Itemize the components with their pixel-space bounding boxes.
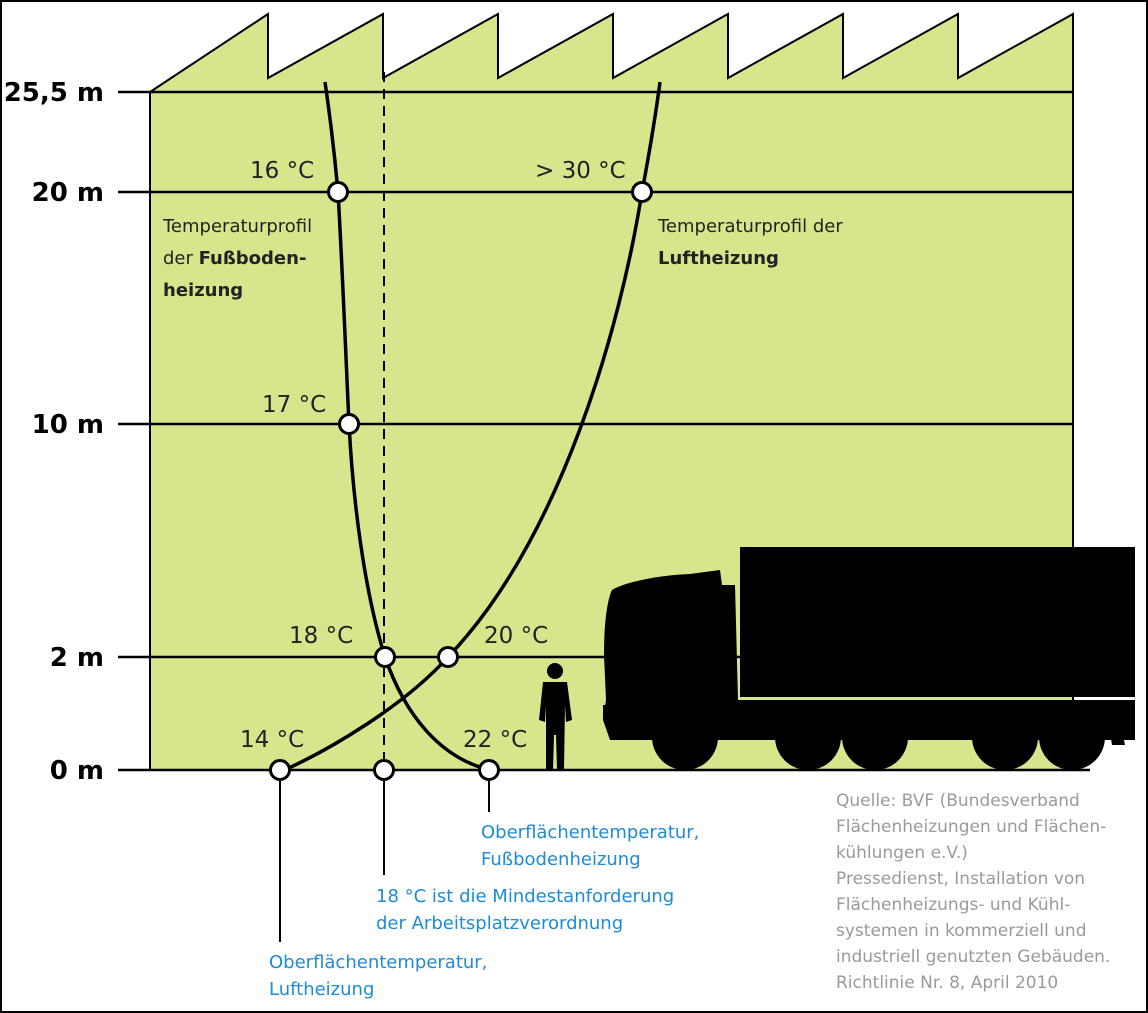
annotation-surface-air-1: Oberflächentemperatur, bbox=[269, 952, 487, 973]
height-label-25-5m: 25,5 m bbox=[4, 78, 104, 108]
source-line-3: kühlungen e.V.) bbox=[836, 843, 968, 863]
air-heating-profile-title: Temperaturprofil der Luftheizung bbox=[657, 216, 843, 269]
annotation-surface-floor-1: Oberflächentemperatur, bbox=[481, 822, 699, 843]
height-label-2m: 2 m bbox=[50, 643, 104, 673]
annotation-minimum-2: der Arbeitsplatzverordnung bbox=[376, 913, 623, 934]
annotation-leader-lines bbox=[279, 780, 490, 942]
person-silhouette bbox=[539, 663, 572, 770]
temp-air-20m: > 30 °C bbox=[535, 158, 626, 184]
air-point-0m bbox=[269, 759, 291, 781]
air-heating-curve bbox=[279, 81, 662, 774]
svg-text:der Fußboden-: der Fußboden- bbox=[163, 248, 306, 269]
source-line-5: Flächenheizungs- und Kühl- bbox=[836, 895, 1070, 915]
source-line-8: Richtlinie Nr. 8, April 2010 bbox=[836, 973, 1058, 993]
air-point-2m bbox=[437, 646, 459, 668]
source-line-4: Pressedienst, Installation von bbox=[836, 869, 1085, 889]
temp-floor-0m: 22 °C bbox=[463, 727, 527, 753]
floor-point-10m bbox=[338, 413, 360, 435]
annotation-surface-air-2: Luftheizung bbox=[269, 979, 374, 1000]
floor-title-line1: Temperaturprofil bbox=[162, 216, 312, 237]
floor-heating-profile-title: Temperaturprofil der Fußboden- heizung bbox=[162, 216, 312, 301]
temp-floor-10m: 17 °C bbox=[262, 392, 326, 418]
source-line-6: systemen in kommerziell und bbox=[836, 921, 1087, 941]
air-title-line2: Luftheizung bbox=[658, 248, 779, 269]
source-line-1: Quelle: BVF (Bundesverband bbox=[836, 791, 1080, 811]
height-axis-labels: 25,5 m 20 m 10 m 2 m 0 m bbox=[4, 78, 104, 786]
air-point-20m bbox=[631, 181, 653, 203]
height-label-20m: 20 m bbox=[32, 178, 104, 208]
temperature-labels: 16 °C 17 °C 18 °C 22 °C > 30 °C 20 °C 14… bbox=[240, 158, 626, 753]
air-title-line1: Temperaturprofil der bbox=[657, 216, 843, 237]
floor-title-line2-pre: der bbox=[163, 248, 199, 269]
truck-silhouette bbox=[603, 547, 1135, 770]
temp-air-0m: 14 °C bbox=[240, 727, 304, 753]
temp-floor-20m: 16 °C bbox=[250, 158, 314, 184]
floor-point-2m bbox=[374, 646, 396, 668]
blue-annotations: Oberflächentemperatur, Fußbodenheizung 1… bbox=[269, 822, 699, 1000]
floor-title-line2-bold: Fußboden- bbox=[199, 248, 307, 269]
height-label-0m: 0 m bbox=[50, 756, 104, 786]
temp-floor-2m: 18 °C bbox=[289, 623, 353, 649]
measurement-points bbox=[269, 181, 653, 781]
height-label-10m: 10 m bbox=[32, 410, 104, 440]
source-citation: Quelle: BVF (Bundesverband Flächenheizun… bbox=[836, 791, 1110, 993]
source-line-7: industriell genutzten Gebäuden. bbox=[836, 947, 1110, 967]
floor-point-0m bbox=[478, 759, 500, 781]
floor-title-line3: heizung bbox=[163, 280, 243, 301]
source-line-2: Flächenheizungen und Flächen- bbox=[836, 817, 1106, 837]
floor-point-20m bbox=[327, 181, 349, 203]
annotation-surface-floor-2: Fußbodenheizung bbox=[481, 849, 641, 870]
minimum-point-0m bbox=[373, 759, 395, 781]
temp-air-2m: 20 °C bbox=[484, 623, 548, 649]
annotation-minimum-1: 18 °C ist die Mindestanforderung bbox=[376, 886, 674, 907]
